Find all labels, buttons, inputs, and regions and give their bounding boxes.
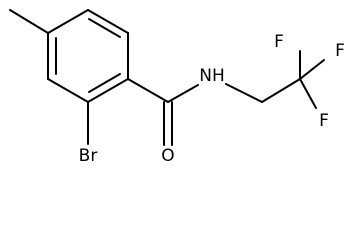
amide-bond bbox=[167, 84, 199, 103]
nh-label: NH bbox=[199, 66, 225, 86]
ring-bond bbox=[87, 9, 129, 34]
fluorine-label: F bbox=[335, 41, 345, 61]
benzene-ring bbox=[47, 9, 129, 103]
structure-diagram: Br O NH F F F bbox=[9, 9, 345, 166]
methyl-bond bbox=[9, 9, 49, 34]
cf-bond bbox=[299, 59, 325, 80]
carbonyl-carbon-bond bbox=[127, 78, 169, 103]
ring-bond bbox=[87, 78, 129, 103]
n-ch2-bond bbox=[225, 83, 263, 103]
ch2-cf3-bond bbox=[261, 78, 301, 103]
bromine-label: Br bbox=[79, 146, 98, 166]
ring-bond bbox=[47, 9, 89, 34]
cf-bond bbox=[299, 78, 317, 109]
fluorine-label: F bbox=[319, 111, 329, 131]
ring-double-bond bbox=[88, 18, 121, 38]
ring-bond bbox=[47, 78, 89, 103]
fluorine-label: F bbox=[274, 32, 284, 52]
oxygen-label: O bbox=[161, 146, 174, 166]
ring-double-bond bbox=[88, 73, 121, 93]
